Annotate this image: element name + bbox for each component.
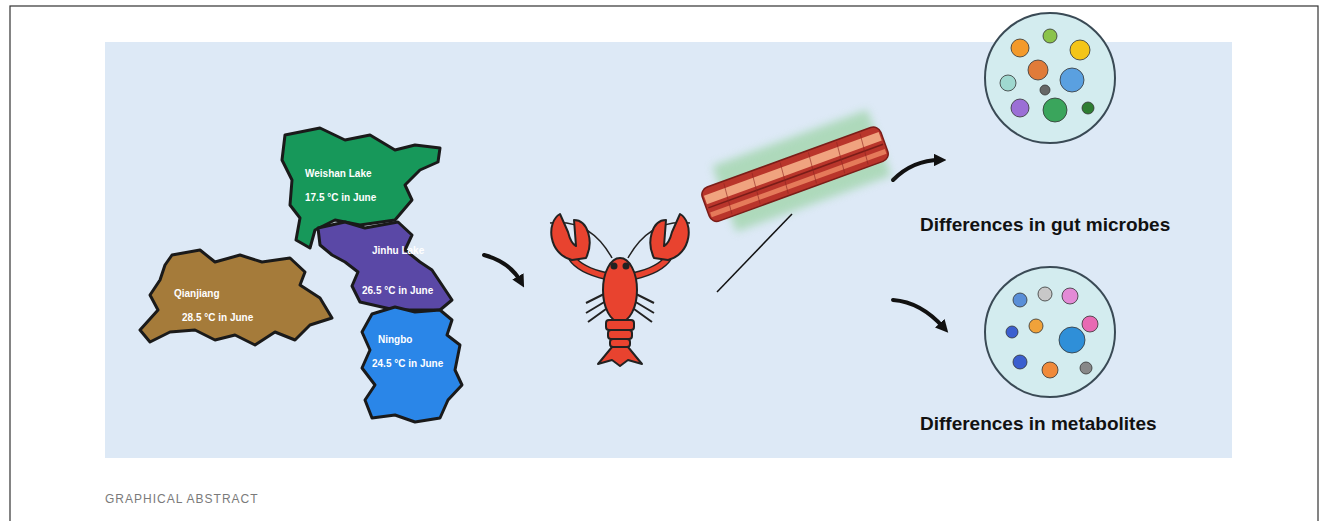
place-name: Jinhu Lake <box>372 245 424 257</box>
figure-label: GRAPHICAL ABSTRACT <box>105 492 259 506</box>
panel-ground <box>105 42 1232 458</box>
map-region: Ningbo 24.5 °C in June <box>360 302 464 424</box>
curved-arrow <box>893 160 940 180</box>
place-name: Ningbo <box>378 334 412 346</box>
metabolite-circle: Differences in metabolites <box>984 266 1116 398</box>
map-region: Jinhu Lake 26.5 °C in June <box>312 215 457 315</box>
result-heading: Differences in metabolites <box>920 413 1157 435</box>
temperature-note: 26.5 °C in June <box>362 285 433 297</box>
circle-outline <box>984 12 1116 144</box>
result-heading: Differences in gut microbes <box>920 214 1170 236</box>
curved-arrow <box>484 255 521 282</box>
map-region: Qianjiang 28.5 °C in June <box>136 246 336 348</box>
place-name: Weishan Lake <box>305 168 372 180</box>
temperature-note: 17.5 °C in June <box>305 192 376 204</box>
circle-outline <box>984 266 1116 398</box>
intestine-image <box>693 108 895 239</box>
region-outline <box>136 246 336 348</box>
place-name: Qianjiang <box>174 288 220 300</box>
pointer-line <box>717 214 792 292</box>
temperature-note: 28.5 °C in June <box>182 312 253 324</box>
curved-arrow <box>893 300 944 328</box>
crayfish-icon <box>550 214 690 366</box>
temperature-note: 24.5 °C in June <box>372 358 443 370</box>
microbe-circle: Differences in gut microbes <box>984 12 1116 144</box>
region-outline <box>312 215 457 315</box>
frame <box>10 6 1318 521</box>
